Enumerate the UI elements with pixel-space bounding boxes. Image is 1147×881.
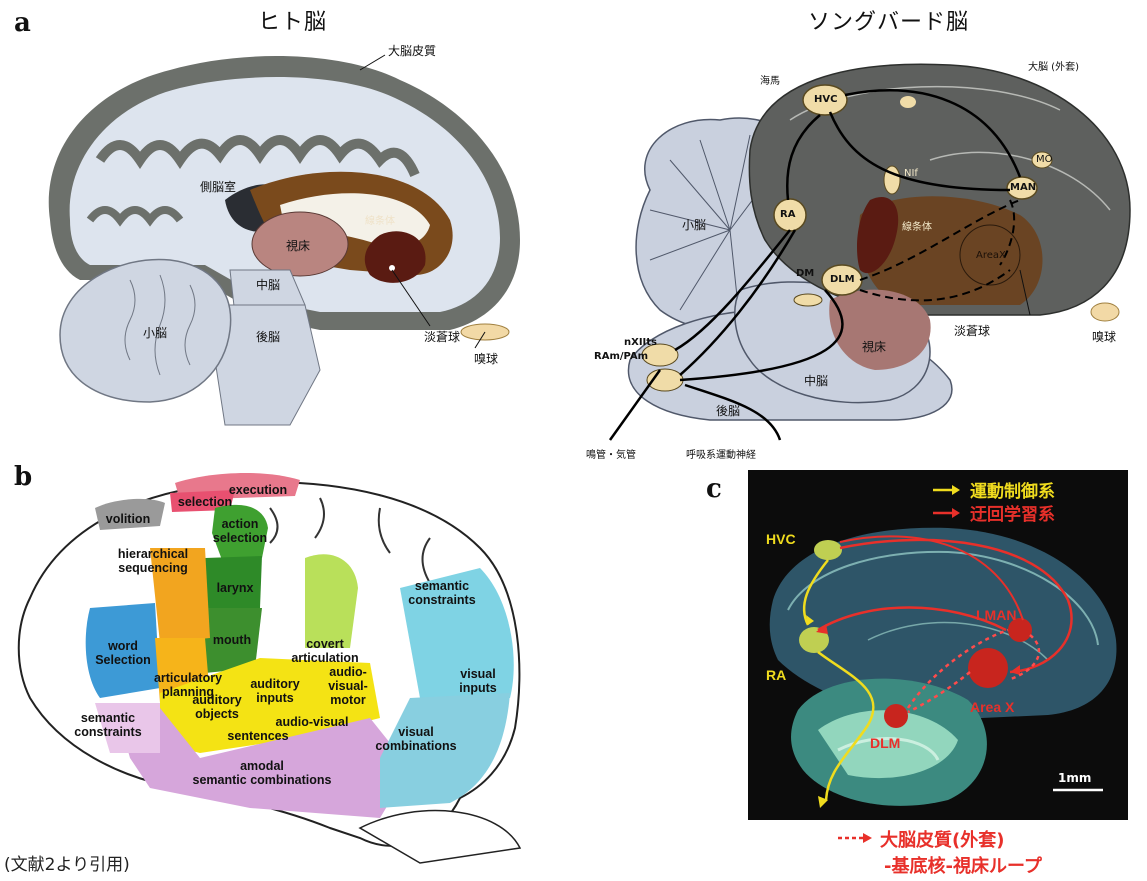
bird-label-pallium: 大脳 (外套) <box>1028 58 1079 73</box>
human-label-hindbrain: 後脳 <box>256 328 280 345</box>
bird-label-hindbrain: 後脳 <box>716 402 740 419</box>
b-label-larynx: larynx <box>217 581 254 595</box>
region-covert <box>305 554 358 648</box>
b-label-word2: Selection <box>95 653 151 667</box>
bird-brain-title: ソングバード脳 <box>808 4 969 36</box>
bird-label-dlm: DLM <box>830 274 855 285</box>
bird-label-mo: MO <box>1036 154 1053 165</box>
c-label-ra: RA <box>766 667 786 683</box>
bird-label-ra: RA <box>780 209 795 220</box>
bird-label-midbrain: 中脳 <box>804 372 828 389</box>
b-label-aud1: auditory <box>250 677 299 691</box>
bird-label-hvc: HVC <box>814 94 837 105</box>
c-dlm <box>884 704 908 728</box>
human-brain-diagram <box>20 30 540 440</box>
b-label-hier2: sequencing <box>118 561 187 575</box>
b-label-avm3: motor <box>330 693 366 707</box>
b-label-covert2: articulation <box>291 651 358 665</box>
b-label-sem2b: constraints <box>74 725 141 739</box>
b-label-sentences: sentences <box>227 729 288 743</box>
bird-label-cerebellum: 小脳 <box>682 216 706 233</box>
b-label-viscomb1: visual <box>398 725 433 739</box>
human-label-ventricle: 側脳室 <box>200 178 236 195</box>
bird-label-pallidum: 淡蒼球 <box>954 322 990 339</box>
c-label-hvc: HVC <box>766 531 796 547</box>
b-label-action1: action <box>222 517 259 531</box>
human-label-midbrain: 中脳 <box>256 276 280 293</box>
bird-label-thalamus: 視床 <box>862 338 886 355</box>
b-label-artic1: articulatory <box>154 671 222 685</box>
b-label-amodal1: amodal <box>240 759 284 773</box>
bird-label-olfactory: 嗅球 <box>1092 328 1116 345</box>
bird-brain-diagram <box>590 40 1147 460</box>
c-legend-motor: 運動制御系 <box>970 481 1055 502</box>
bird-label-nxii: nXIIts <box>624 337 657 348</box>
b-label-vis2: inputs <box>459 681 497 695</box>
c-hvc <box>814 540 842 560</box>
b-label-sem1a: semantic <box>415 579 469 593</box>
human-label-cerebellum: 小脳 <box>143 324 167 341</box>
b-label-word1: word <box>107 639 138 653</box>
c-label-dlm: DLM <box>870 735 900 751</box>
loop-legend-line2: -基底核-視床ループ <box>884 852 1042 878</box>
b-label-hier1: hierarchical <box>118 547 188 561</box>
human-label-striatum: 線条体 <box>365 212 395 227</box>
bird-label-man: MAN <box>1010 182 1036 193</box>
human-label-pallidum: 淡蒼球 <box>424 328 460 345</box>
language-brain-diagram: execution selection volition action sele… <box>0 468 560 868</box>
citation: (文献2より引用) <box>4 850 130 875</box>
bird-label-dm: DM <box>796 268 814 279</box>
b-label-aud2: inputs <box>256 691 294 705</box>
b-label-avm1: audio- <box>329 665 367 679</box>
loop-legend-line1: 大脳皮質(外套) <box>880 826 1004 852</box>
b-label-av: audio-visual <box>276 715 349 729</box>
bird-label-respiratory: 呼吸系運動神経 <box>686 446 756 461</box>
panel-letter-c: c <box>706 474 722 504</box>
bird-olfactory <box>1091 303 1119 321</box>
b-label-sem1b: constraints <box>408 593 475 607</box>
b-label-avm2: visual- <box>328 679 368 693</box>
bird-dm <box>794 294 822 306</box>
b-label-mouth: mouth <box>213 633 251 647</box>
b-label-action2: selection <box>213 531 267 545</box>
c-label-scale: 1mm <box>1058 771 1091 785</box>
c-label-lman: LMAN <box>976 607 1016 623</box>
bird-label-striatum: 線条体 <box>902 218 932 233</box>
b-label-audobj2: objects <box>195 707 239 721</box>
b-label-sem2a: semantic <box>81 711 135 725</box>
songbird-photo-diagram: HVC RA LMAN Area X DLM 1mm 運動制御系 迂回学習系 <box>748 470 1128 820</box>
c-areax <box>968 648 1008 688</box>
c-legend-detour: 迂回学習系 <box>970 504 1055 525</box>
bird-label-nif: NIf <box>904 168 918 179</box>
b-label-selection: selection <box>178 495 232 509</box>
bird-label-hippocampus: 海馬 <box>760 72 780 87</box>
b-label-covert1: covert <box>306 637 344 651</box>
bird-label-syrinx: 鳴管・気管 <box>586 446 636 461</box>
b-label-vis1: visual <box>460 667 495 681</box>
b-label-viscomb2: combinations <box>375 739 456 753</box>
human-label-olfactory: 嗅球 <box>474 350 498 367</box>
loop-legend-arrow <box>836 828 876 848</box>
bird-label-ram: RAm/PAm <box>594 351 648 362</box>
c-label-areax: Area X <box>970 699 1015 715</box>
bird-label-areax: AreaX <box>976 250 1006 261</box>
human-label-thalamus: 視床 <box>286 237 310 254</box>
human-label-cortex: 大脳皮質 <box>388 42 436 59</box>
b-label-volition: volition <box>106 512 150 526</box>
b-label-execution: execution <box>229 483 287 497</box>
b-label-audobj1: auditory <box>192 693 241 707</box>
b-label-amodal2: semantic combinations <box>193 773 332 787</box>
